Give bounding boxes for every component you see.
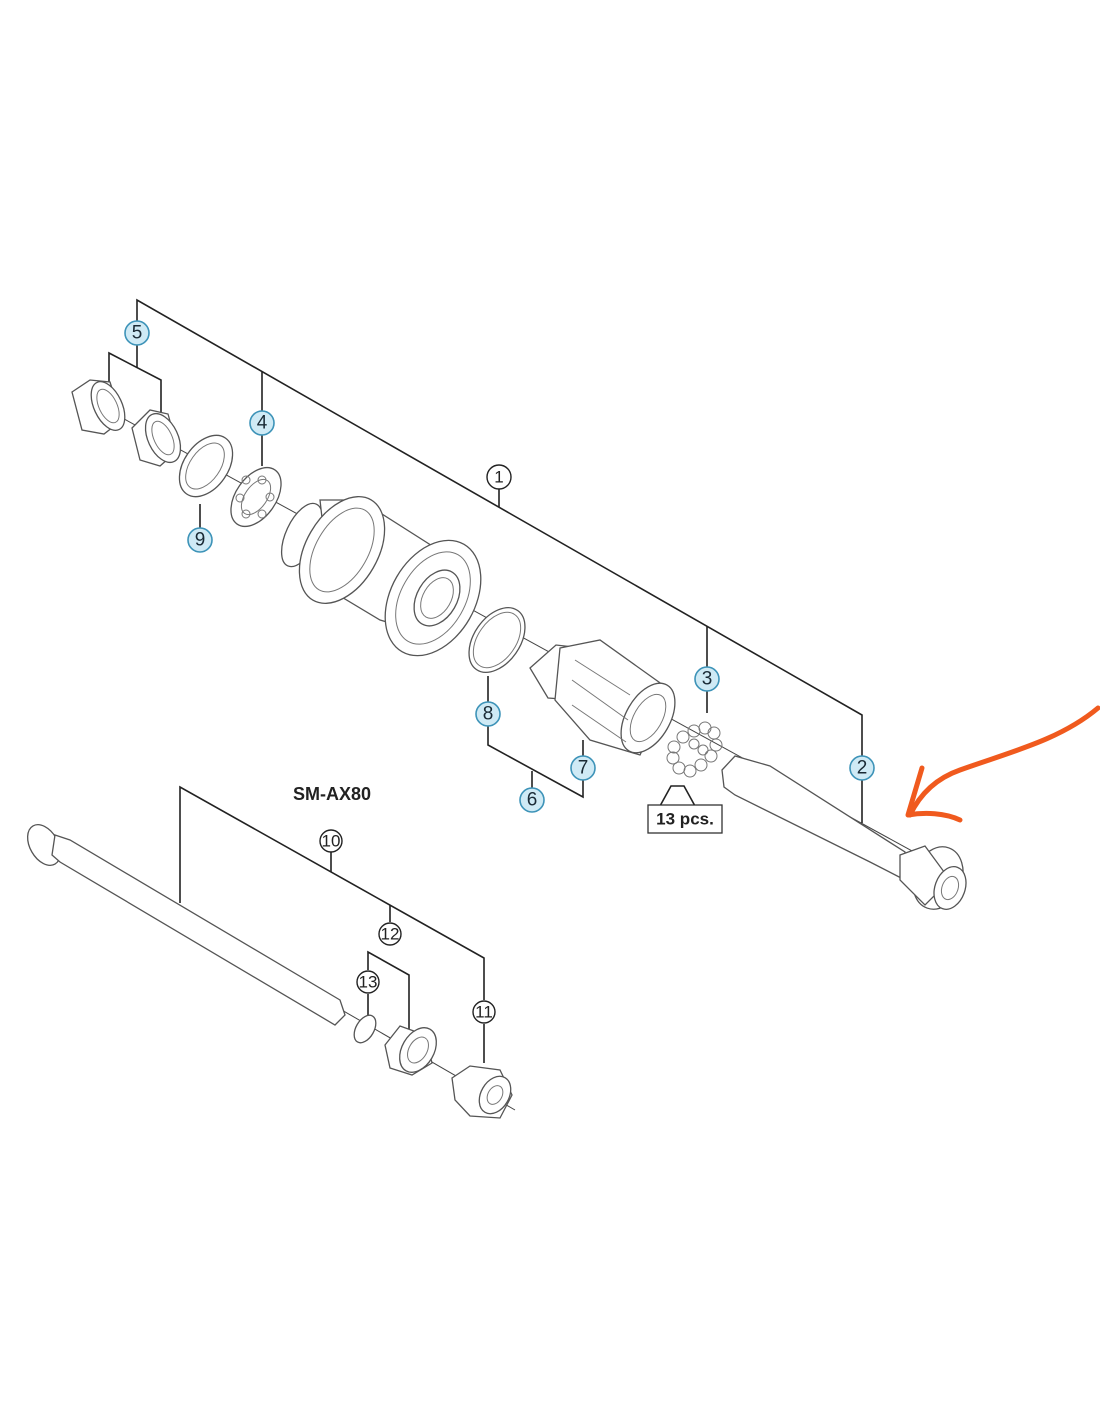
svg-text:8: 8 xyxy=(483,704,494,725)
thru-axle xyxy=(26,824,346,1026)
callout-3: 3 xyxy=(694,666,720,692)
leader-lines-lower xyxy=(179,785,485,1063)
o-ring xyxy=(353,1014,377,1044)
hub-axle xyxy=(721,755,967,910)
model-label: SM-AX80 xyxy=(293,784,371,804)
hub-body xyxy=(280,495,482,657)
svg-text:7: 7 xyxy=(578,758,589,779)
svg-text:13: 13 xyxy=(359,973,378,992)
svg-text:3: 3 xyxy=(702,669,713,690)
axle-nut-collar xyxy=(384,1025,437,1076)
dust-seal-ring xyxy=(178,434,234,498)
quantity-note: 13 pcs. xyxy=(647,804,723,834)
end-nut xyxy=(451,1065,513,1119)
bearing-retainer xyxy=(230,466,282,528)
callout-13: 13 xyxy=(356,970,380,994)
svg-text:11: 11 xyxy=(475,1003,493,1022)
svg-text:1: 1 xyxy=(494,468,503,487)
spacer-washer xyxy=(468,607,526,673)
svg-text:10: 10 xyxy=(322,832,341,851)
leader-lines-upper xyxy=(108,298,863,823)
callout-7: 7 xyxy=(570,755,596,781)
callout-4: 4 xyxy=(249,410,275,436)
annotation-arrow-icon xyxy=(905,705,1100,823)
svg-text:2: 2 xyxy=(857,758,868,779)
freehub-body xyxy=(529,639,676,756)
svg-text:4: 4 xyxy=(257,413,268,434)
svg-text:6: 6 xyxy=(527,790,538,811)
steel-balls xyxy=(666,721,723,778)
svg-text:13 pcs.: 13 pcs. xyxy=(656,810,714,829)
svg-text:5: 5 xyxy=(132,323,143,344)
cone-nut xyxy=(131,409,182,467)
svg-text:9: 9 xyxy=(195,530,206,551)
callout-12: 12 xyxy=(378,922,402,946)
callout-9: 9 xyxy=(187,527,213,553)
callout-8: 8 xyxy=(475,701,501,727)
lock-ring-sleeve xyxy=(71,379,126,435)
callout-6: 6 xyxy=(519,787,545,813)
callout-5: 5 xyxy=(124,320,150,346)
callout-11: 11 xyxy=(472,1000,496,1024)
svg-text:12: 12 xyxy=(381,925,400,944)
callout-2: 2 xyxy=(849,755,875,781)
callout-1: 1 xyxy=(486,464,512,490)
callout-10: 10 xyxy=(319,829,343,853)
